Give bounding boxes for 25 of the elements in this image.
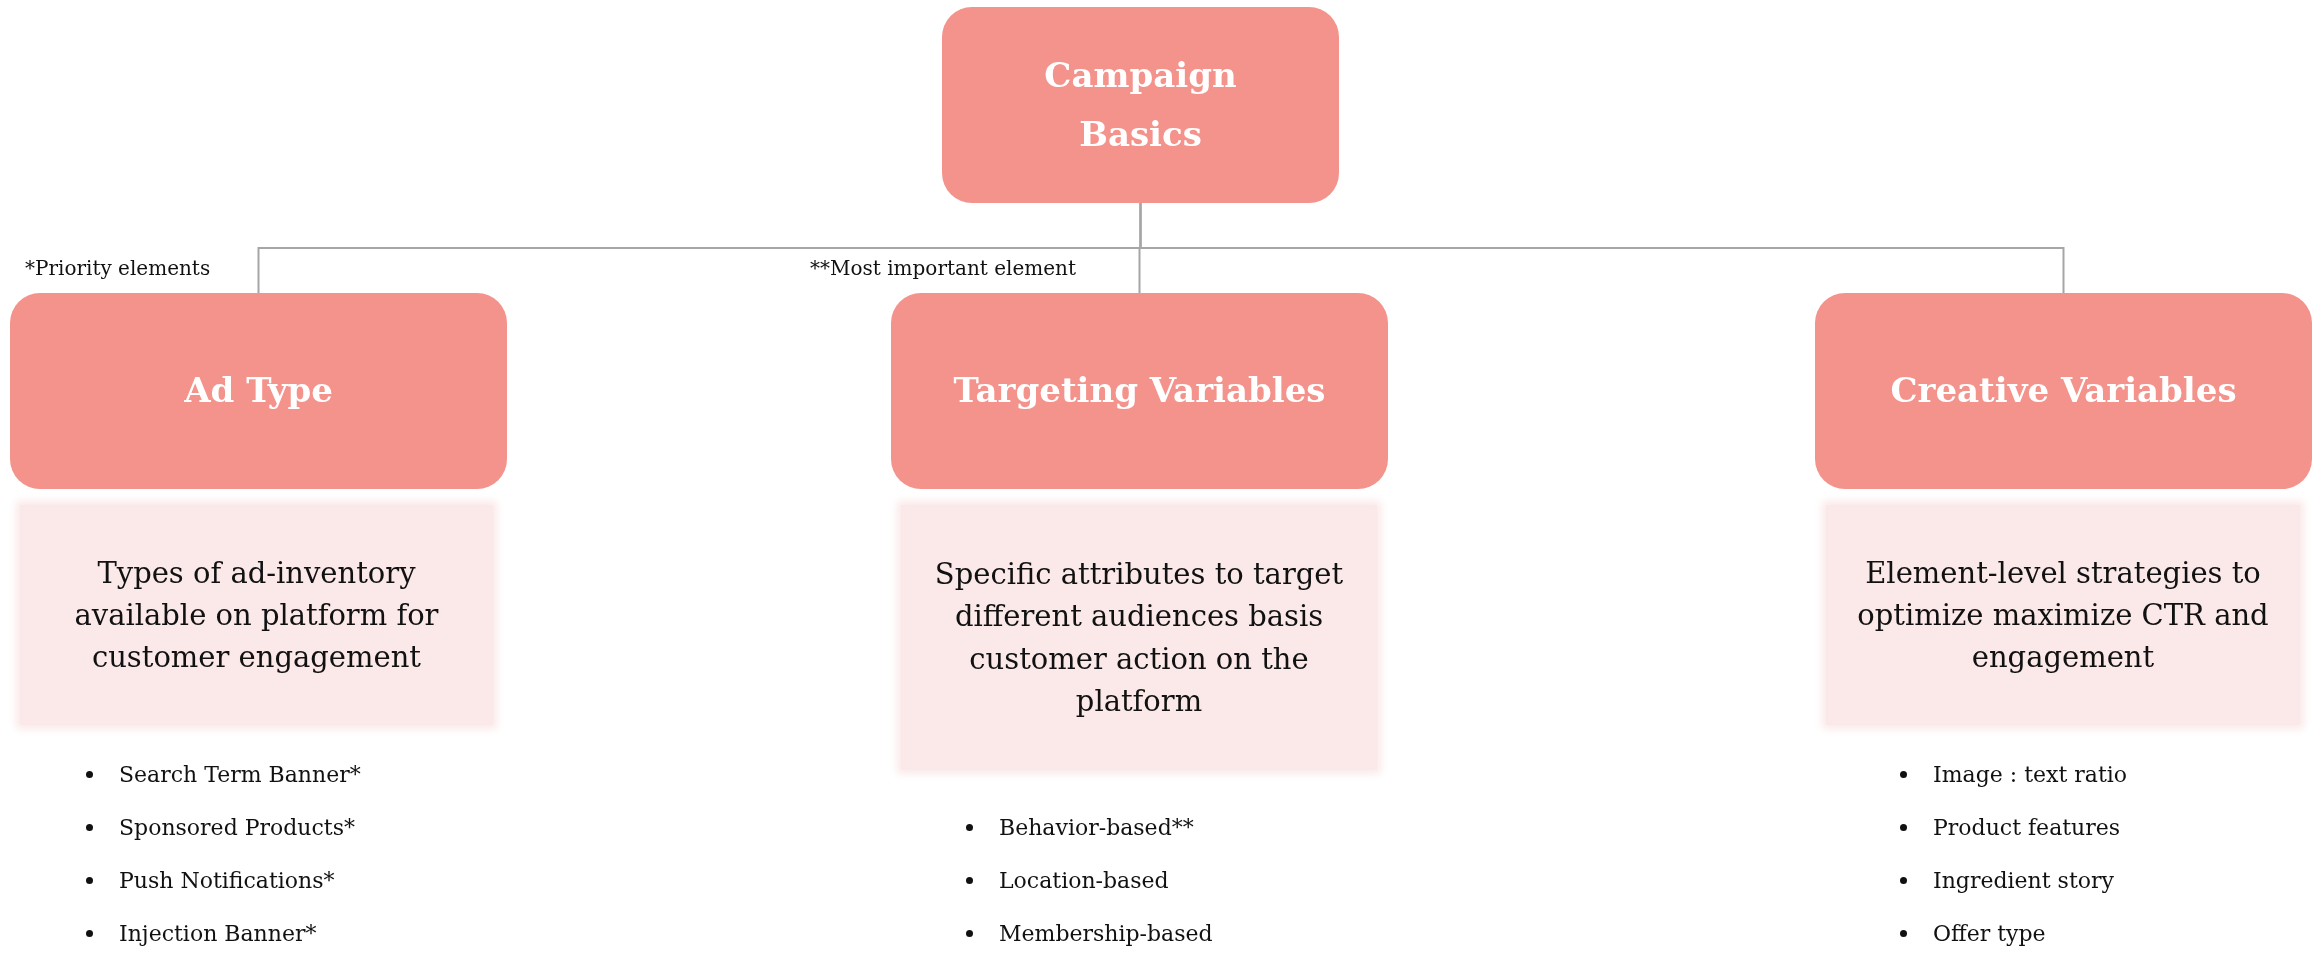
category-title: Creative Variables [1890,369,2237,413]
category-title: Ad Type [184,369,333,413]
connector-line [1139,202,2065,294]
list-item-text: Image : text ratio [1933,762,2128,787]
list-item-text: Location-based [999,868,1169,893]
footnote-text: *Priority elements [25,256,211,280]
list-item-text: Sponsored Products* [119,815,355,840]
list-item-text: Product features [1933,815,2121,840]
description-text: Types of ad-inventory available on platform for customer engagement [73,554,440,676]
category-box [891,293,1388,489]
category-title: Campaign Basics [1043,53,1238,156]
list-item-text: Ingredient story [1933,868,2114,893]
list-item-text: Search Term Banner* [119,762,361,787]
description-text: Specific attributes to target different audiences basis customer action on the platform [933,556,1345,720]
list-item-text: Push Notifications* [119,868,335,893]
list-item-text: Offer type [1933,921,2046,946]
category-box [942,7,1339,203]
list-item-text: Behavior-based** [999,815,1194,840]
category-title: Targeting Variables [953,369,1326,413]
footnote-text: **Most important element [810,256,1076,280]
list-item-text: Membership-based [999,921,1213,946]
list-item-text: Injection Banner* [119,921,317,946]
category-box [1815,293,2312,489]
category-box [10,293,507,489]
description-text: Element-level strategies to optimize maximize CTR and engagement [1856,554,2270,676]
